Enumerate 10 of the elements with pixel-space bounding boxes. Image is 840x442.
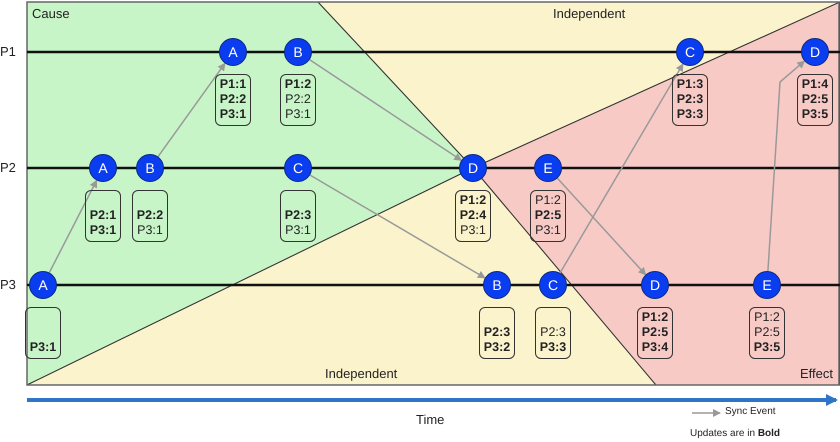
- region-label: Independent: [325, 366, 398, 381]
- legend-label: Sync Event: [725, 406, 776, 417]
- region-label: Independent: [553, 6, 626, 21]
- note: Updates are in Bold: [690, 428, 780, 439]
- axis-label: Time: [416, 412, 444, 427]
- region-label: Effect: [800, 366, 834, 381]
- process-label: P1: [0, 44, 16, 59]
- process-label: P3: [0, 277, 16, 292]
- process-label: P2: [0, 160, 16, 175]
- region-label: Cause: [32, 6, 70, 21]
